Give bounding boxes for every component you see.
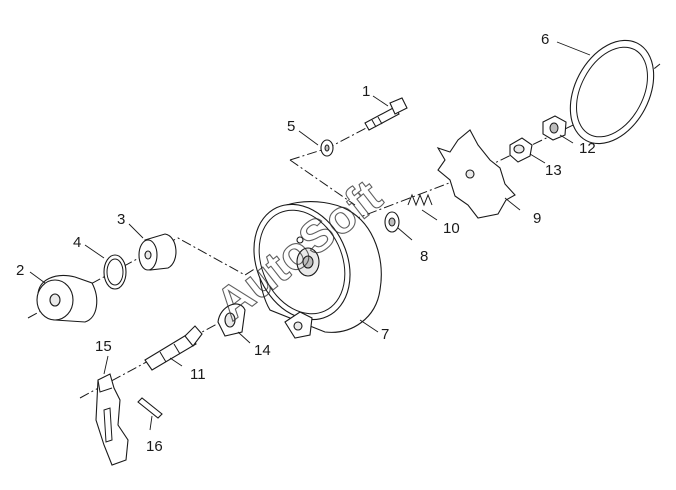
callout-15: 15	[95, 338, 112, 355]
callout-8: 8	[420, 248, 428, 265]
callout-2: 2	[16, 262, 24, 279]
callout-6: 6	[541, 31, 549, 48]
part-3-bushing	[138, 233, 177, 271]
callout-labels: 1 2 3 4 5 6 7 8 9 10 11 12 13 14 15 16	[16, 31, 596, 455]
callout-1: 1	[362, 83, 370, 100]
part-5-washer	[320, 139, 334, 157]
callout-3: 3	[117, 211, 125, 228]
callout-9: 9	[533, 210, 541, 227]
part-11-shaft	[144, 325, 203, 371]
part-6-large-ring	[569, 39, 655, 145]
part-4-o-ring	[103, 254, 127, 290]
part-9-blade-plate	[436, 129, 516, 219]
callout-13: 13	[545, 162, 562, 179]
callout-4: 4	[73, 234, 81, 251]
callout-10: 10	[443, 220, 460, 237]
callout-leaders	[29, 41, 591, 431]
part-8-spring-washer	[384, 211, 400, 233]
part-13-nut	[509, 137, 533, 163]
callout-5: 5	[287, 118, 295, 135]
part-10-spring	[407, 193, 433, 207]
part-14-washer	[217, 303, 246, 337]
callout-12: 12	[579, 140, 596, 157]
part-16-pin	[137, 397, 163, 419]
part-15-bracket	[95, 373, 129, 466]
callout-14: 14	[254, 342, 271, 359]
callout-7: 7	[381, 326, 389, 343]
part-7-housing	[253, 201, 382, 339]
part-1-bolt	[364, 97, 408, 131]
callout-11: 11	[190, 366, 206, 383]
callout-16: 16	[146, 438, 163, 455]
part-2-end-cap	[36, 275, 98, 323]
part-12-hex-nut	[542, 115, 567, 141]
